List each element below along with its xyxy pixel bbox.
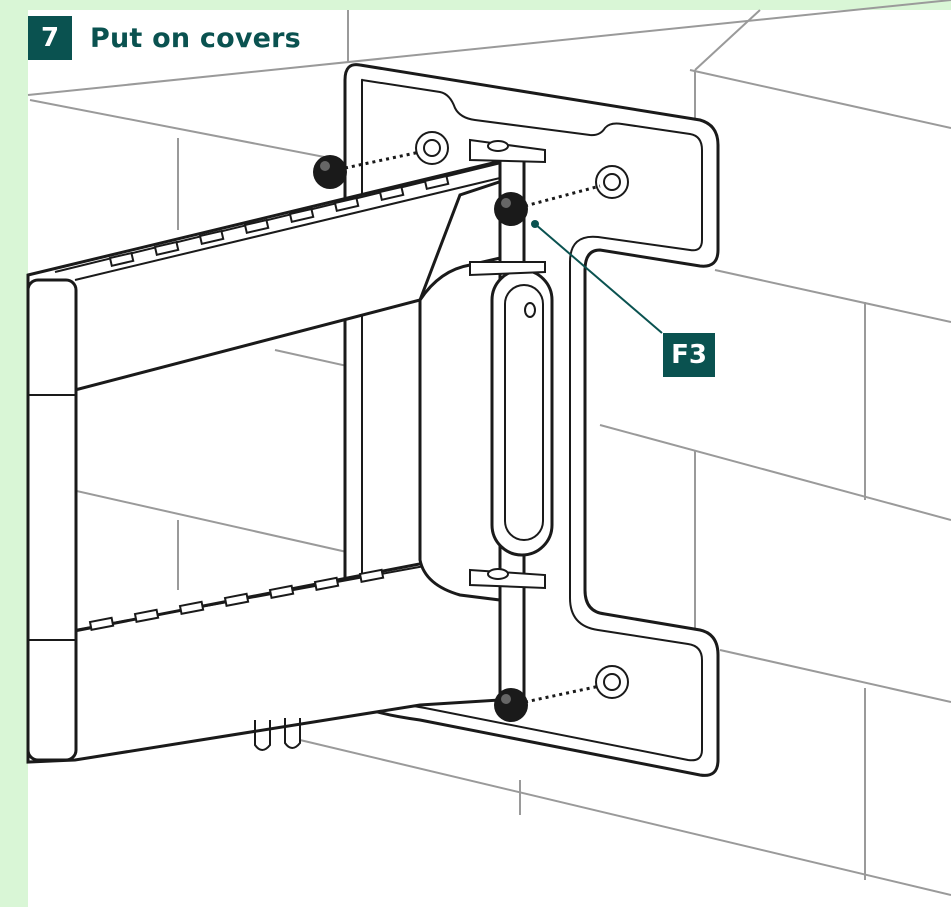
step-number-badge: 7	[28, 16, 72, 60]
screw-heads	[415, 131, 629, 699]
cover-cap	[313, 155, 347, 189]
pivot-bracket	[26, 138, 554, 762]
step-header: 7 Put on covers	[28, 16, 301, 60]
callout-leader	[531, 220, 663, 334]
placement-guides	[344, 150, 601, 704]
cover-caps	[313, 155, 528, 722]
part-label-f3: F3	[663, 333, 715, 377]
cable-clips	[254, 718, 301, 751]
cover-cap	[494, 688, 528, 722]
frame-left-border	[0, 0, 28, 907]
lower-arm	[26, 558, 502, 764]
step-title: Put on covers	[90, 22, 301, 54]
cover-cap	[494, 192, 528, 226]
frame-top-border	[0, 0, 951, 10]
